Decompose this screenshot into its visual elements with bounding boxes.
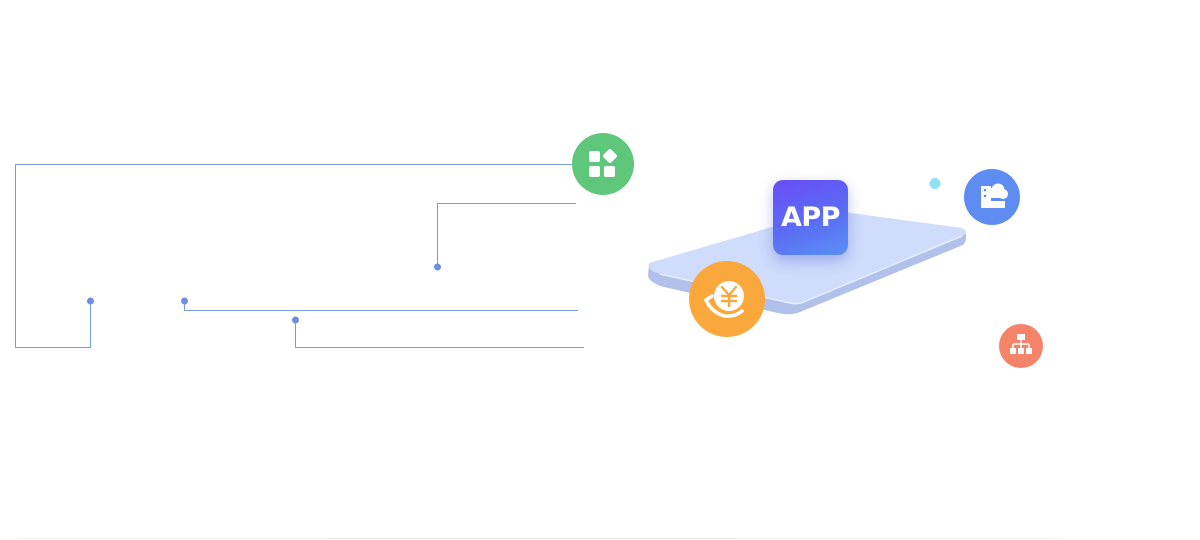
connector-line-middle <box>184 301 578 311</box>
connector-line-lower <box>295 320 584 348</box>
connector-dot <box>181 297 188 305</box>
cloud-server-icon <box>964 169 1020 225</box>
connector-dot <box>292 316 299 324</box>
connector-dot <box>87 297 94 305</box>
sitemap-icon <box>999 324 1043 368</box>
bottom-divider <box>10 538 1060 539</box>
yuan-hand-icon <box>689 261 765 337</box>
apps-grid-icon <box>572 133 634 195</box>
connector-line-upper <box>437 203 576 267</box>
connector-dot <box>434 263 441 271</box>
accent-dot <box>929 178 941 189</box>
app-badge: APP <box>773 180 848 255</box>
connector-line-outer <box>15 164 572 348</box>
app-badge-label: APP <box>781 202 840 233</box>
